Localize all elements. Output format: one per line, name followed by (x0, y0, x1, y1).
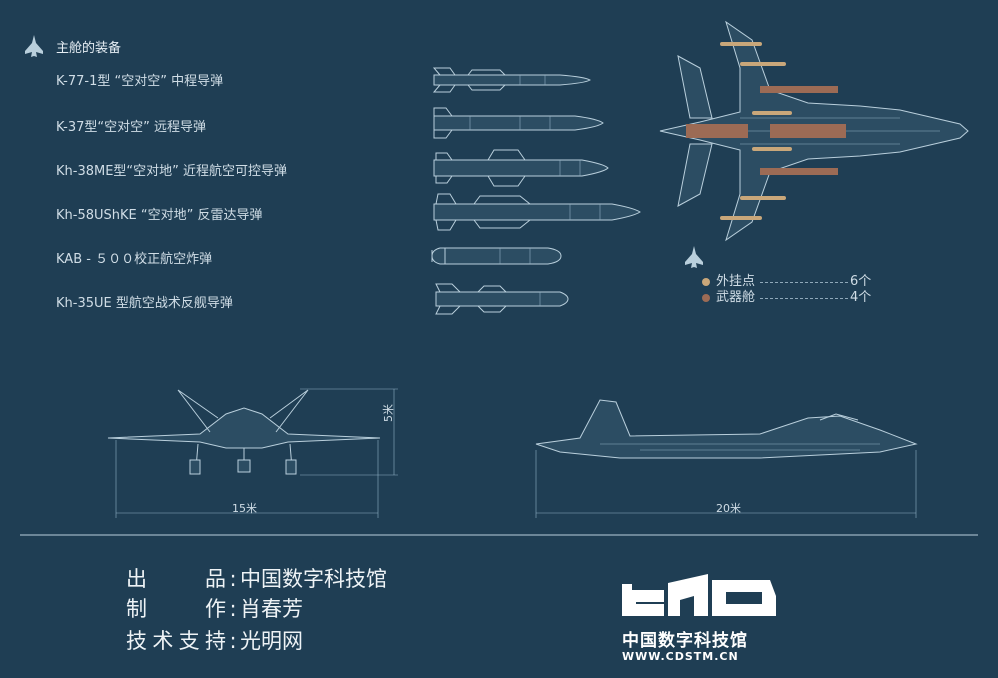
credit-key: 技术支持 (126, 629, 226, 653)
aircraft-top-view (659, 20, 969, 242)
credit-separator: : (229, 567, 237, 591)
credit-value: 中国数字科技馆 (240, 567, 387, 591)
wingspan-dimension-label: 15米 (232, 502, 257, 515)
weapon-label: Kh-35UE 型航空战术反舰导弹 (56, 296, 233, 311)
credit-separator: : (229, 597, 237, 621)
missile-k37 (433, 107, 604, 139)
legend-label: 武器舱 (716, 290, 756, 305)
weapon-label: Kh-38ME型“空对地” 近程航空可控导弹 (56, 164, 288, 179)
bomb-kab500 (431, 247, 562, 265)
weapon-label: Kh-58UShKE “空对地” 反雷达导弹 (56, 208, 263, 223)
credit-key: 出品 (126, 567, 226, 591)
missile-k77 (432, 67, 591, 93)
missile-kh58ushke (433, 193, 641, 231)
missile-kh35ue (435, 283, 569, 315)
cdstm-logo (622, 574, 776, 616)
legend-item-weapon-bays: 武器舱 4个 (702, 290, 872, 306)
credit-row: 制作:肖春芳 (126, 594, 303, 624)
weapon-label: K-77-1型 “空对空” 中程导弹 (56, 74, 224, 89)
credit-value: 肖春芳 (240, 597, 303, 621)
logo-url: WWW.CDSTM.CN (622, 650, 739, 663)
legend-count: 4个 (850, 290, 872, 305)
credit-key: 制作 (126, 597, 226, 621)
weapon-bay-dot-icon (702, 294, 710, 302)
credit-value: 光明网 (240, 629, 303, 653)
credit-row: 技术支持:光明网 (126, 626, 303, 656)
legend-label: 外挂点 (716, 274, 756, 289)
weapon-label: KAB - ５００校正航空炸弹 (56, 252, 213, 267)
jet-small-icon (685, 246, 703, 268)
legend-item-hardpoints: 外挂点 6个 (702, 274, 872, 290)
leader-line (760, 298, 848, 299)
aircraft-front-view (107, 389, 381, 475)
jet-icon (25, 35, 43, 57)
legend-count: 6个 (850, 274, 872, 289)
weapon-label: K-37型“空对空” 远程导弹 (56, 120, 206, 135)
missile-kh38me (433, 149, 609, 187)
equipment-title: 主舱的装备 (56, 41, 122, 56)
hardpoint-dot-icon (702, 278, 710, 286)
aircraft-side-view (535, 399, 918, 459)
height-dimension-label: 5米 (382, 404, 395, 422)
logo-name: 中国数字科技馆 (622, 631, 748, 651)
credit-separator: : (229, 629, 237, 653)
credit-row: 出品:中国数字科技馆 (126, 564, 387, 594)
leader-line (760, 282, 848, 283)
length-dimension-label: 20米 (716, 502, 741, 515)
